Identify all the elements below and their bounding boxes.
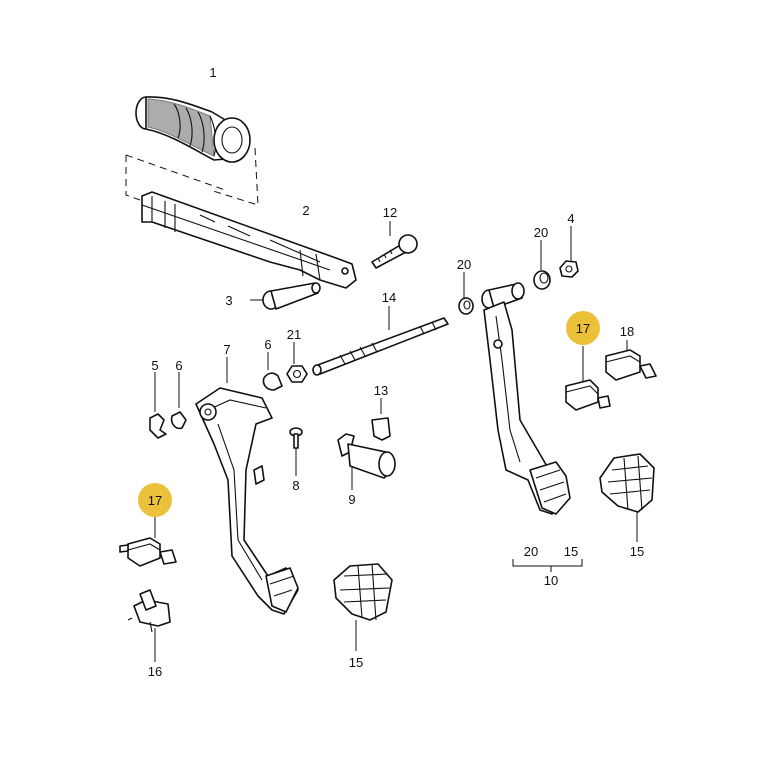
part-boot: [135, 96, 251, 163]
part-bolt-12: [371, 221, 418, 269]
highlight-badge-17-right: [566, 311, 600, 345]
part-bushing-20-a: [533, 240, 551, 290]
callout-20-top: 20: [534, 225, 548, 240]
part-switch-18: [605, 340, 657, 381]
callout-2: 2: [302, 203, 309, 218]
callout-7: 7: [223, 342, 230, 357]
callout-3: 3: [225, 293, 232, 308]
callout-9: 9: [348, 492, 355, 507]
callout-20-bracket: 20: [524, 544, 538, 559]
callout-17-left: 17: [148, 493, 162, 508]
part-switch-16: [127, 589, 171, 662]
callout-6-upper: 6: [264, 337, 271, 352]
callout-5: 5: [151, 358, 158, 373]
callout-6-left: 6: [175, 358, 182, 373]
callout-13: 13: [374, 383, 388, 398]
part-bolt-3: [250, 282, 321, 310]
part-bushing-20-b: [458, 272, 474, 315]
callout-15-bracket: 15: [564, 544, 578, 559]
callout-4: 4: [567, 211, 574, 226]
part-cap-13: [371, 398, 391, 441]
part-pedal-7: [195, 357, 299, 615]
callout-10: 10: [544, 573, 558, 588]
part-clip-5: [149, 372, 167, 439]
callout-16: 16: [148, 664, 162, 679]
part-pin-8: [289, 427, 303, 476]
part-boot-dashes: [125, 147, 259, 206]
callout-8: 8: [292, 478, 299, 493]
part-switch-17-right: [565, 346, 611, 411]
part-nut-4: [559, 226, 579, 278]
part-nut-21: [286, 342, 308, 383]
callout-15-left: 15: [349, 655, 363, 670]
callout-12: 12: [383, 205, 397, 220]
part-pedal-10: [481, 282, 571, 515]
part-pad-15-left: [333, 563, 393, 651]
part-carrier-bracket: [141, 191, 357, 289]
callout-14: 14: [382, 290, 396, 305]
part-clip-6-left: [170, 372, 187, 430]
part-10-bracket: [512, 559, 583, 572]
part-shaft-14: [312, 306, 449, 376]
callout-21: 21: [287, 327, 301, 342]
part-pad-15-right: [599, 453, 655, 542]
highlight-badge-17-left: [138, 483, 172, 517]
callout-15-right: 15: [630, 544, 644, 559]
callout-18: 18: [620, 324, 634, 339]
callout-1: 1: [209, 65, 216, 80]
part-clip-6-upper: [262, 352, 283, 391]
part-switch-17-left: [119, 517, 177, 567]
callout-17-right: 17: [576, 321, 590, 336]
part-damper-9: [337, 433, 396, 490]
callout-20-middle: 20: [457, 257, 471, 272]
